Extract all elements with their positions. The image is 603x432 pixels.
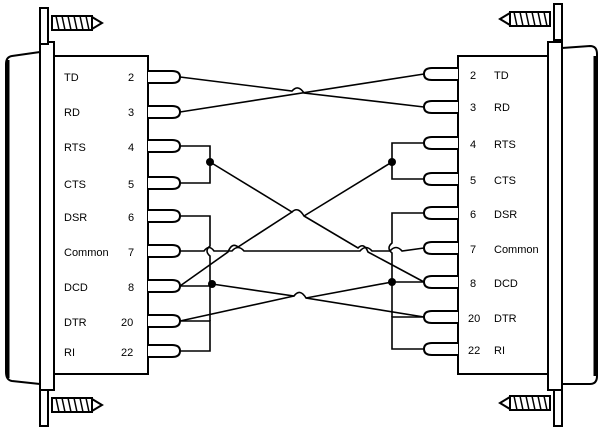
left-signal-rd: RD xyxy=(64,107,80,119)
right-connector xyxy=(457,41,598,391)
right-signal-rd: RD xyxy=(494,102,510,114)
right-signal-dcd: DCD xyxy=(494,278,518,290)
right-pin-4: 4 xyxy=(470,139,476,151)
right-flange xyxy=(547,41,563,391)
right-signal-ri: RI xyxy=(494,345,505,357)
right-pin-labels: 2 TD 3 RD 4 RTS 5 CTS 6 DSR 7 Common 8 D… xyxy=(468,70,539,357)
right-pin-20: 20 xyxy=(468,313,480,325)
right-pin-terminals xyxy=(422,67,458,356)
right-pin-2: 2 xyxy=(470,70,476,82)
wire-right-dsr-bus xyxy=(388,212,424,283)
left-flange xyxy=(39,41,55,391)
left-terminal-22 xyxy=(148,344,182,358)
left-pin-3: 3 xyxy=(128,107,134,119)
left-pin-labels: TD 2 RD 3 RTS 4 CTS 5 DSR 6 Common 7 DCD… xyxy=(64,72,134,359)
wire-left-td-to-right-rd xyxy=(179,76,425,108)
wire-left-rd-to-right-td xyxy=(179,73,425,113)
left-pin-4: 4 xyxy=(128,142,134,154)
left-shell xyxy=(5,50,41,386)
right-signal-rts: RTS xyxy=(494,139,516,151)
right-pin-22: 22 xyxy=(468,345,480,357)
wire-left-dcd-to-right-dtr xyxy=(211,283,425,318)
right-pin-5: 5 xyxy=(470,175,476,187)
left-signal-dtr: DTR xyxy=(64,317,87,329)
wire-right-dtr-ri-bus xyxy=(391,316,424,350)
left-pin-22: 22 xyxy=(121,347,133,359)
junction-left-dcd xyxy=(208,280,216,288)
right-terminal-8 xyxy=(422,275,458,289)
wire-left-rts-cts-loop xyxy=(180,145,211,184)
left-signal-ri: RI xyxy=(64,347,75,359)
left-signal-cts: CTS xyxy=(64,179,86,191)
right-shell xyxy=(561,44,598,385)
right-terminal-6 xyxy=(422,206,458,220)
wire-right-rts-cts-loop xyxy=(391,142,424,180)
right-signal-dsr: DSR xyxy=(494,209,517,221)
left-terminal-5 xyxy=(148,176,182,190)
wire-common xyxy=(180,246,425,252)
wire-right-rtscts-to-left-dcd xyxy=(179,161,393,287)
left-pin-2: 2 xyxy=(128,72,134,84)
right-pin-8: 8 xyxy=(470,278,476,290)
wire-right-dcd-to-left-dtr xyxy=(179,281,393,322)
junction-right-rts-cts xyxy=(388,158,396,166)
right-terminal-5 xyxy=(422,172,458,186)
right-signal-cts: CTS xyxy=(494,175,516,187)
junction-left-rts-cts xyxy=(206,158,214,166)
wire-left-dtr-ri-bus xyxy=(180,320,211,352)
left-terminal-2 xyxy=(148,70,182,84)
left-terminal-20 xyxy=(148,314,182,328)
left-pin-6: 6 xyxy=(128,212,134,224)
right-connector-face xyxy=(457,55,549,375)
left-pin-terminals xyxy=(148,70,182,358)
left-pin-5: 5 xyxy=(128,179,134,191)
left-terminal-8 xyxy=(148,279,182,293)
left-signal-td: TD xyxy=(64,72,79,84)
right-terminal-4 xyxy=(422,136,458,150)
junction-dots xyxy=(206,158,396,288)
wiring xyxy=(179,73,425,352)
right-signal-common: Common xyxy=(494,244,539,256)
right-signal-td: TD xyxy=(494,70,509,82)
right-pin-6: 6 xyxy=(470,209,476,221)
wire-left-dsr-bus xyxy=(180,215,211,287)
right-top-screw xyxy=(498,3,563,41)
left-signal-dcd: DCD xyxy=(64,282,88,294)
left-signal-rts: RTS xyxy=(64,142,86,154)
left-terminal-4 xyxy=(148,139,182,153)
left-signal-dsr: DSR xyxy=(64,212,87,224)
junction-right-dcd xyxy=(388,278,396,286)
left-top-screw xyxy=(39,7,104,45)
right-terminal-22 xyxy=(422,342,458,356)
left-terminal-7 xyxy=(148,244,182,258)
right-bottom-screw xyxy=(498,389,563,427)
right-terminal-3 xyxy=(422,100,458,114)
right-terminal-20 xyxy=(422,310,458,324)
left-signal-common: Common xyxy=(64,247,109,259)
left-bottom-screw xyxy=(39,389,104,427)
left-terminal-3 xyxy=(148,105,182,119)
left-pin-8: 8 xyxy=(128,282,134,294)
right-pin-7: 7 xyxy=(470,244,476,256)
left-terminal-6 xyxy=(148,209,182,223)
right-signal-dtr: DTR xyxy=(494,313,517,325)
right-terminal-7 xyxy=(422,241,458,255)
right-terminal-2 xyxy=(422,67,458,81)
left-pin-7: 7 xyxy=(128,247,134,259)
right-pin-3: 3 xyxy=(470,102,476,114)
left-pin-20: 20 xyxy=(121,317,133,329)
